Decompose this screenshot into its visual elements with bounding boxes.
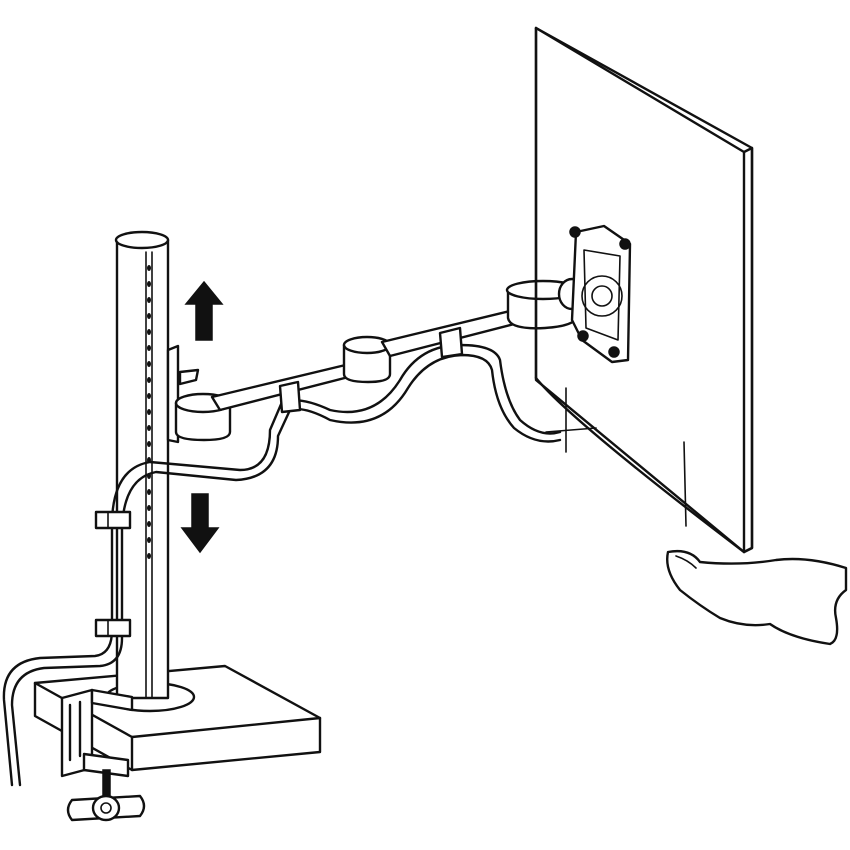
desk-clamp xyxy=(60,688,134,803)
vesa-screws xyxy=(569,226,631,358)
pole-hole xyxy=(147,393,151,399)
pole-hole xyxy=(147,441,151,447)
pole-hole xyxy=(147,329,151,335)
cable xyxy=(2,343,562,787)
pole-hole xyxy=(147,377,151,383)
pole-hole xyxy=(147,489,151,495)
pole-hole xyxy=(147,345,151,351)
pole-hole xyxy=(147,409,151,415)
pole-hole xyxy=(147,553,151,559)
pole-hole xyxy=(147,281,151,287)
pole-hole xyxy=(147,297,151,303)
pole-hole xyxy=(147,361,151,367)
pole-hole xyxy=(147,265,151,271)
arm-cable-clip-1 xyxy=(278,380,302,414)
pole-hole xyxy=(147,505,151,511)
vesa-plate xyxy=(570,224,632,364)
pole-hole xyxy=(147,537,151,543)
pole-hole xyxy=(147,521,151,527)
arm-cable-clip-2 xyxy=(438,326,464,359)
elbow-joint xyxy=(342,335,392,384)
pole-hole xyxy=(147,425,151,431)
down-arrow-icon xyxy=(180,493,220,554)
supporting-hand xyxy=(666,549,848,646)
cable-clip-lower xyxy=(94,618,132,638)
clamp-knob xyxy=(66,794,146,822)
cable-clip-upper xyxy=(94,510,132,530)
up-arrow-icon xyxy=(184,280,224,341)
monitor xyxy=(534,26,754,554)
pole-hole xyxy=(147,313,151,319)
